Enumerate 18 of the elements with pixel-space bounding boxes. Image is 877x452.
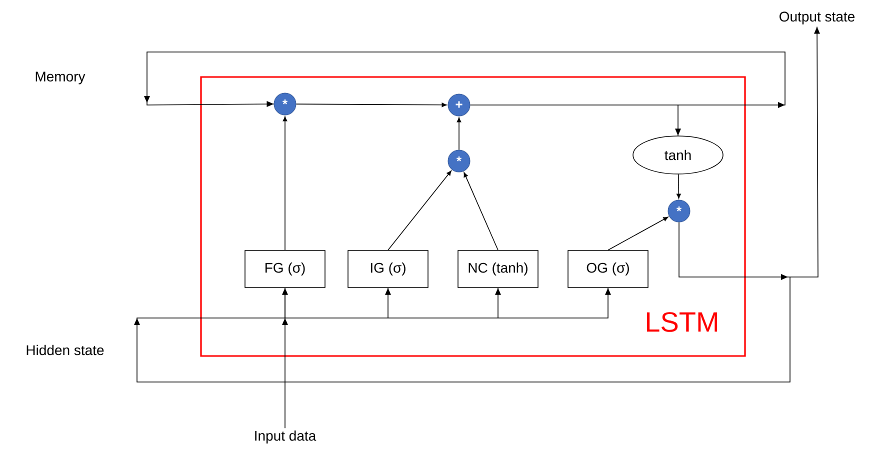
- gate-box: OG (σ): [568, 250, 648, 288]
- io-label: Input data: [255, 430, 316, 444]
- arrow: [676, 174, 681, 199]
- gate-box: NC (tanh): [458, 250, 538, 288]
- arrow: [388, 170, 452, 250]
- arrow: [134, 26, 820, 382]
- arrow: [282, 116, 288, 250]
- arrow: [296, 102, 447, 108]
- arrow: [464, 172, 498, 250]
- arrow: [144, 52, 786, 136]
- io-label: Output state: [780, 12, 855, 24]
- gate-box: FG (σ): [244, 250, 326, 288]
- arrow: [456, 117, 462, 150]
- state-label: Memory: [36, 72, 86, 84]
- gate-box: IG (σ): [348, 250, 428, 288]
- state-label: Hidden state: [26, 344, 104, 356]
- arrow: [282, 289, 288, 428]
- arrow: [608, 216, 668, 250]
